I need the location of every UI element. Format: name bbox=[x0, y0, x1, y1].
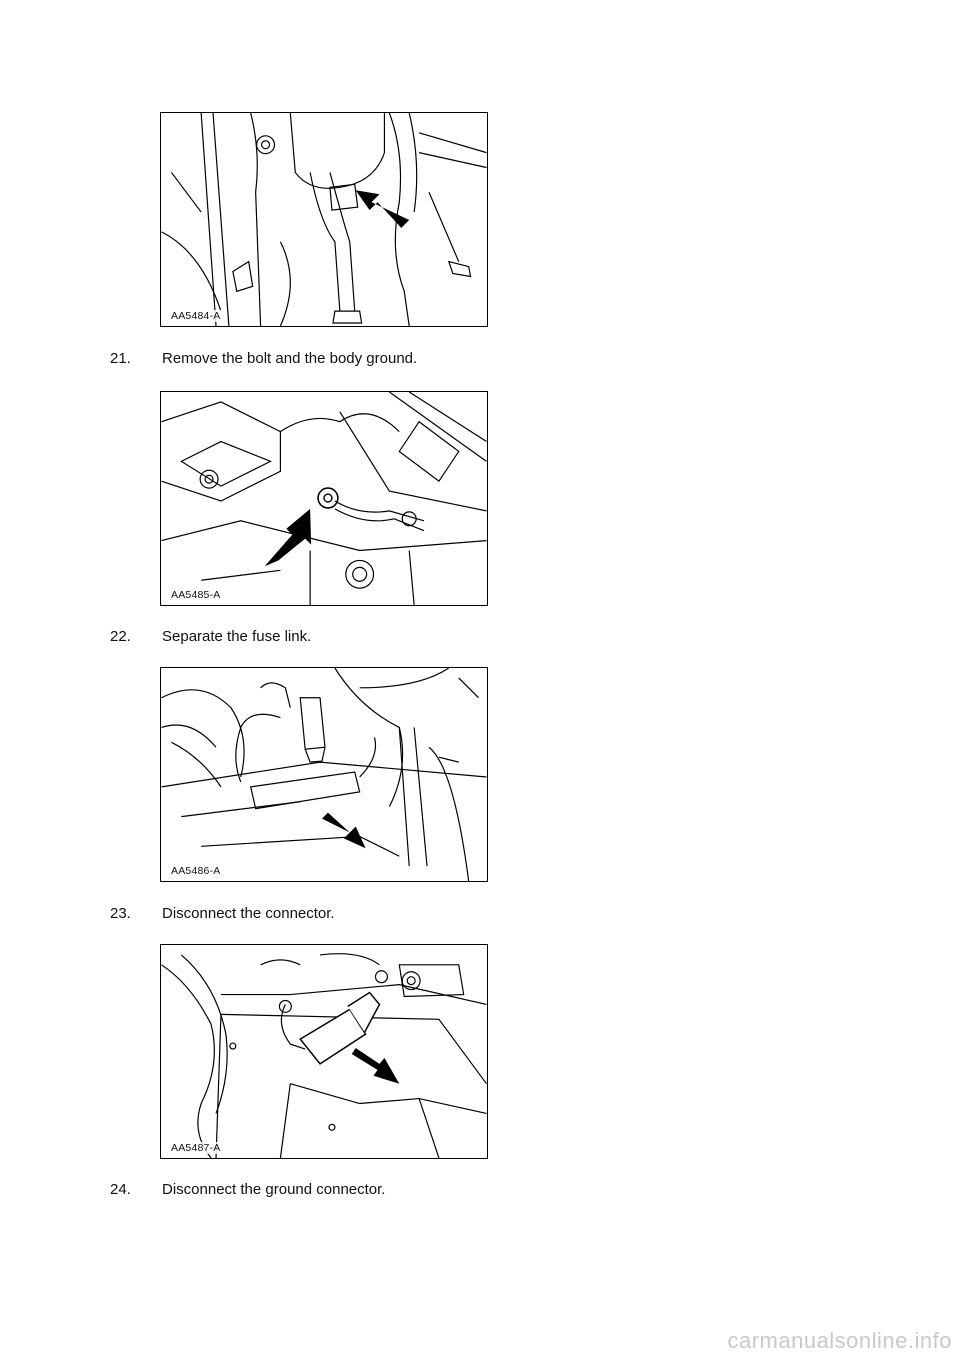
fuel-line-line-art bbox=[161, 113, 487, 326]
step-23: 23. Disconnect the connector. bbox=[110, 905, 335, 922]
step-number: 22. bbox=[110, 628, 131, 645]
illustration-body-ground: AA5485-A bbox=[160, 391, 488, 606]
step-text: Disconnect the ground connector. bbox=[162, 1181, 386, 1198]
illustration-connector: AA5487-A bbox=[160, 944, 488, 1159]
step-text: Separate the fuse link. bbox=[162, 628, 312, 645]
arrow-indicator bbox=[264, 508, 312, 567]
figure-id: AA5487-A bbox=[169, 1142, 223, 1154]
fuse-link-line-art bbox=[161, 668, 487, 881]
illustration-fuel-line: AA5484-A bbox=[160, 112, 488, 327]
figure-id: AA5484-A bbox=[169, 310, 223, 322]
figure-id: AA5486-A bbox=[169, 865, 223, 877]
step-21: 21. Remove the bolt and the body ground. bbox=[110, 350, 417, 367]
arrow-indicator bbox=[355, 190, 410, 228]
step-number: 23. bbox=[110, 905, 131, 922]
step-number: 21. bbox=[110, 350, 131, 367]
connector-line-art bbox=[161, 953, 487, 1158]
step-22: 22. Separate the fuse link. bbox=[110, 628, 311, 645]
watermark: carmanualsonline.info bbox=[727, 1328, 952, 1353]
arrow-indicator bbox=[351, 1048, 400, 1084]
step-24: 24. Disconnect the ground connector. bbox=[110, 1181, 385, 1198]
body-ground-line-art bbox=[161, 392, 487, 605]
arrow-indicator bbox=[322, 812, 366, 849]
step-number: 24. bbox=[110, 1181, 131, 1198]
figure-id: AA5485-A bbox=[169, 589, 223, 601]
step-text: Disconnect the connector. bbox=[162, 905, 335, 922]
step-text: Remove the bolt and the body ground. bbox=[162, 350, 418, 367]
illustration-fuse-link: AA5486-A bbox=[160, 667, 488, 882]
